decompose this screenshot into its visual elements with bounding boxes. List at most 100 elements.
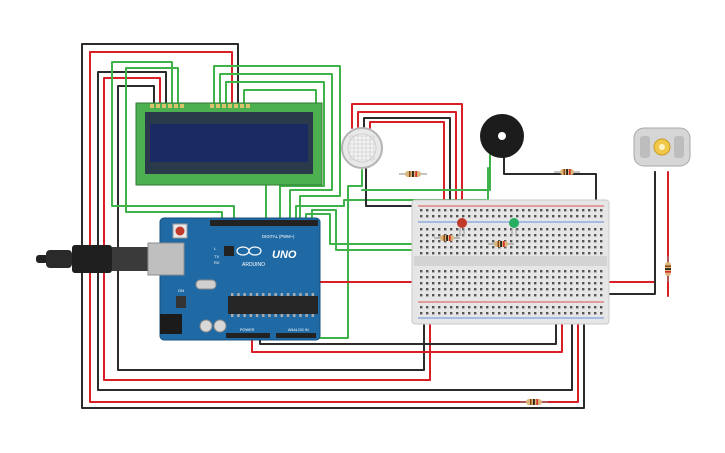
breadboard-hole[interactable]	[576, 240, 579, 243]
breadboard-hole[interactable]	[594, 306, 597, 309]
breadboard-hole[interactable]	[528, 234, 531, 237]
breadboard-hole[interactable]	[558, 306, 561, 309]
breadboard-hole[interactable]	[600, 282, 603, 285]
breadboard-hole[interactable]	[486, 240, 489, 243]
breadboard-hole[interactable]	[600, 240, 603, 243]
breadboard-hole[interactable]	[438, 270, 441, 273]
breadboard-hole[interactable]	[450, 246, 453, 249]
breadboard-hole[interactable]	[570, 312, 573, 315]
breadboard-hole[interactable]	[426, 215, 429, 218]
breadboard-hole[interactable]	[594, 288, 597, 291]
lcd-pin[interactable]	[216, 104, 220, 108]
breadboard-hole[interactable]	[504, 246, 507, 249]
breadboard-hole[interactable]	[444, 288, 447, 291]
breadboard-hole[interactable]	[468, 234, 471, 237]
breadboard-hole[interactable]	[516, 294, 519, 297]
breadboard-hole[interactable]	[492, 306, 495, 309]
lcd-pin[interactable]	[222, 104, 226, 108]
breadboard-hole[interactable]	[450, 294, 453, 297]
breadboard-hole[interactable]	[546, 270, 549, 273]
breadboard-hole[interactable]	[420, 312, 423, 315]
breadboard-hole[interactable]	[492, 228, 495, 231]
wire-red[interactable]	[351, 103, 463, 213]
breadboard-hole[interactable]	[510, 282, 513, 285]
breadboard-hole[interactable]	[528, 312, 531, 315]
breadboard-hole[interactable]	[456, 270, 459, 273]
breadboard-hole[interactable]	[516, 240, 519, 243]
breadboard-hole[interactable]	[438, 306, 441, 309]
breadboard-hole[interactable]	[432, 282, 435, 285]
breadboard-hole[interactable]	[564, 234, 567, 237]
breadboard-hole[interactable]	[462, 234, 465, 237]
wire-red[interactable]	[103, 77, 431, 381]
breadboard-hole[interactable]	[564, 312, 567, 315]
breadboard-hole[interactable]	[570, 306, 573, 309]
breadboard-hole[interactable]	[444, 270, 447, 273]
breadboard-hole[interactable]	[528, 215, 531, 218]
breadboard-hole[interactable]	[546, 240, 549, 243]
breadboard-hole[interactable]	[540, 306, 543, 309]
breadboard-hole[interactable]	[504, 312, 507, 315]
lcd-pin[interactable]	[150, 104, 154, 108]
breadboard-hole[interactable]	[486, 306, 489, 309]
breadboard-hole[interactable]	[462, 252, 465, 255]
lcd-pin[interactable]	[156, 104, 160, 108]
breadboard-hole[interactable]	[594, 234, 597, 237]
breadboard-hole[interactable]	[474, 282, 477, 285]
breadboard-hole[interactable]	[420, 228, 423, 231]
breadboard-hole[interactable]	[426, 228, 429, 231]
breadboard-hole[interactable]	[564, 240, 567, 243]
breadboard-hole[interactable]	[546, 209, 549, 212]
breadboard-hole[interactable]	[486, 282, 489, 285]
breadboard-hole[interactable]	[462, 276, 465, 279]
breadboard-hole[interactable]	[558, 294, 561, 297]
breadboard-hole[interactable]	[420, 276, 423, 279]
breadboard-hole[interactable]	[420, 288, 423, 291]
breadboard-hole[interactable]	[558, 215, 561, 218]
breadboard-hole[interactable]	[552, 294, 555, 297]
breadboard-hole[interactable]	[594, 252, 597, 255]
breadboard-hole[interactable]	[600, 312, 603, 315]
breadboard-hole[interactable]	[462, 282, 465, 285]
breadboard-hole[interactable]	[528, 306, 531, 309]
gas-sensor[interactable]	[341, 127, 383, 169]
breadboard-hole[interactable]	[456, 234, 459, 237]
breadboard-hole[interactable]	[486, 215, 489, 218]
breadboard-hole[interactable]	[588, 234, 591, 237]
breadboard-hole[interactable]	[504, 288, 507, 291]
wire-black[interactable]	[503, 149, 597, 213]
breadboard-hole[interactable]	[468, 294, 471, 297]
breadboard-hole[interactable]	[492, 240, 495, 243]
breadboard-hole[interactable]	[564, 282, 567, 285]
breadboard-hole[interactable]	[594, 209, 597, 212]
breadboard-hole[interactable]	[600, 270, 603, 273]
breadboard-hole[interactable]	[480, 276, 483, 279]
arduino-uno[interactable]: ARDUINO UNO DIGITAL (PWM~) POWER ANALOG …	[147, 217, 321, 341]
wire-green[interactable]	[125, 67, 223, 223]
breadboard-hole[interactable]	[546, 246, 549, 249]
wire-green[interactable]	[295, 167, 489, 223]
breadboard-hole[interactable]	[528, 252, 531, 255]
breadboard-hole[interactable]	[546, 312, 549, 315]
lcd-pin[interactable]	[240, 104, 244, 108]
breadboard-hole[interactable]	[420, 246, 423, 249]
breadboard-hole[interactable]	[564, 288, 567, 291]
breadboard-hole[interactable]	[540, 240, 543, 243]
breadboard-hole[interactable]	[432, 270, 435, 273]
breadboard-hole[interactable]	[540, 252, 543, 255]
breadboard-hole[interactable]	[426, 209, 429, 212]
breadboard-hole[interactable]	[552, 228, 555, 231]
breadboard-hole[interactable]	[528, 294, 531, 297]
breadboard-hole[interactable]	[486, 270, 489, 273]
breadboard-hole[interactable]	[474, 312, 477, 315]
breadboard-hole[interactable]	[522, 234, 525, 237]
breadboard-hole[interactable]	[594, 270, 597, 273]
breadboard-hole[interactable]	[474, 294, 477, 297]
breadboard-hole[interactable]	[570, 276, 573, 279]
breadboard-hole[interactable]	[504, 276, 507, 279]
resistor[interactable]	[520, 399, 548, 405]
breadboard-hole[interactable]	[510, 294, 513, 297]
breadboard-hole[interactable]	[528, 270, 531, 273]
breadboard-hole[interactable]	[474, 228, 477, 231]
breadboard-hole[interactable]	[600, 215, 603, 218]
